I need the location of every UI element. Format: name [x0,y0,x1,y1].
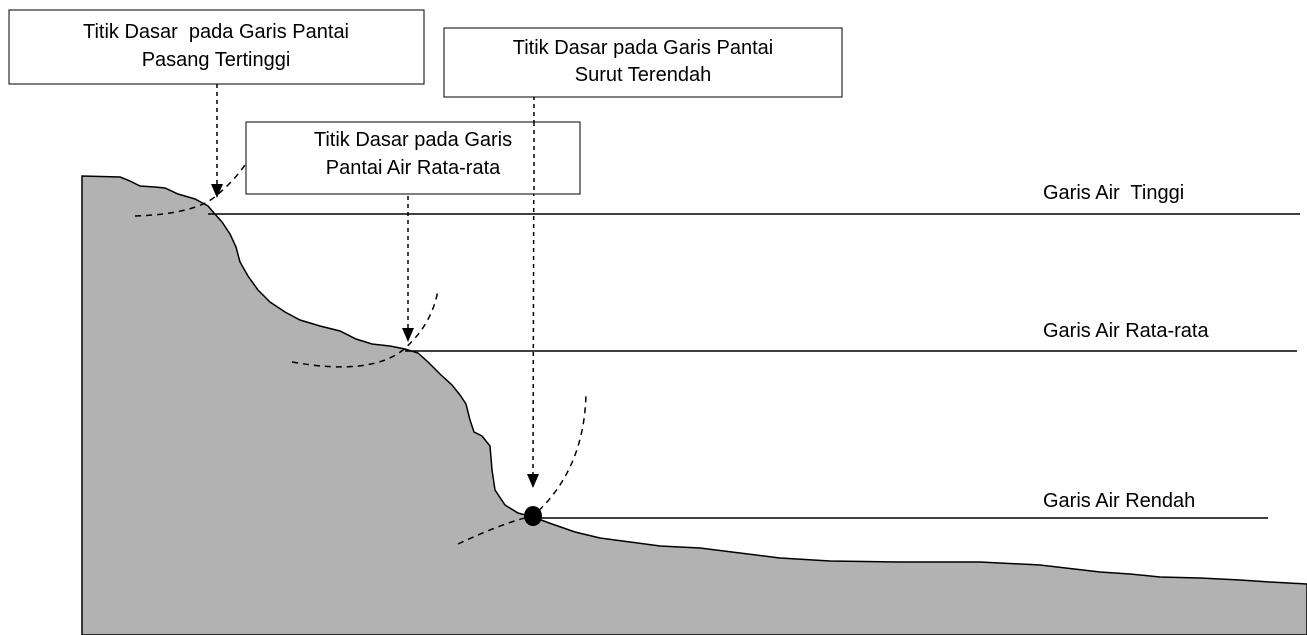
dashed-arcs [134,151,587,545]
mean-tide-arc [291,289,439,368]
high-tide-arc [134,151,254,217]
low-tide-arrow-shaft [532,95,535,476]
callout-low-line2: Surut Terendah [575,64,711,86]
callout-high-tide-point: Titik Dasar pada Garis Pantai Pasang Ter… [8,9,425,85]
callout-high-line2: Pasang Tertinggi [142,49,291,71]
mean-water-label: Garis Air Rata-rata [1043,320,1209,342]
callout-high-line1: Titik Dasar pada Garis Pantai [83,21,349,43]
high-water-label: Garis Air Tinggi [1043,182,1184,204]
callout-low-line1: Titik Dasar pada Garis Pantai [513,37,773,59]
low-tide-base-point [524,506,542,526]
high-tide-arrowhead [211,184,223,198]
low-water-label: Garis Air Rendah [1043,490,1195,512]
low-tide-arrowhead [527,474,539,488]
callout-mean-line1: Titik Dasar pada Garis [314,129,512,151]
callout-low-tide-point: Titik Dasar pada Garis Pantai Surut Tere… [443,27,843,98]
arrows [216,84,535,476]
low-tide-arc [457,391,587,545]
callout-mean-tide-point: Titik Dasar pada Garis Pantai Air Rata-r… [245,121,581,195]
land-profile [81,175,1307,635]
mean-tide-arrowhead [402,328,414,342]
callout-mean-line2: Pantai Air Rata-rata [326,157,501,179]
